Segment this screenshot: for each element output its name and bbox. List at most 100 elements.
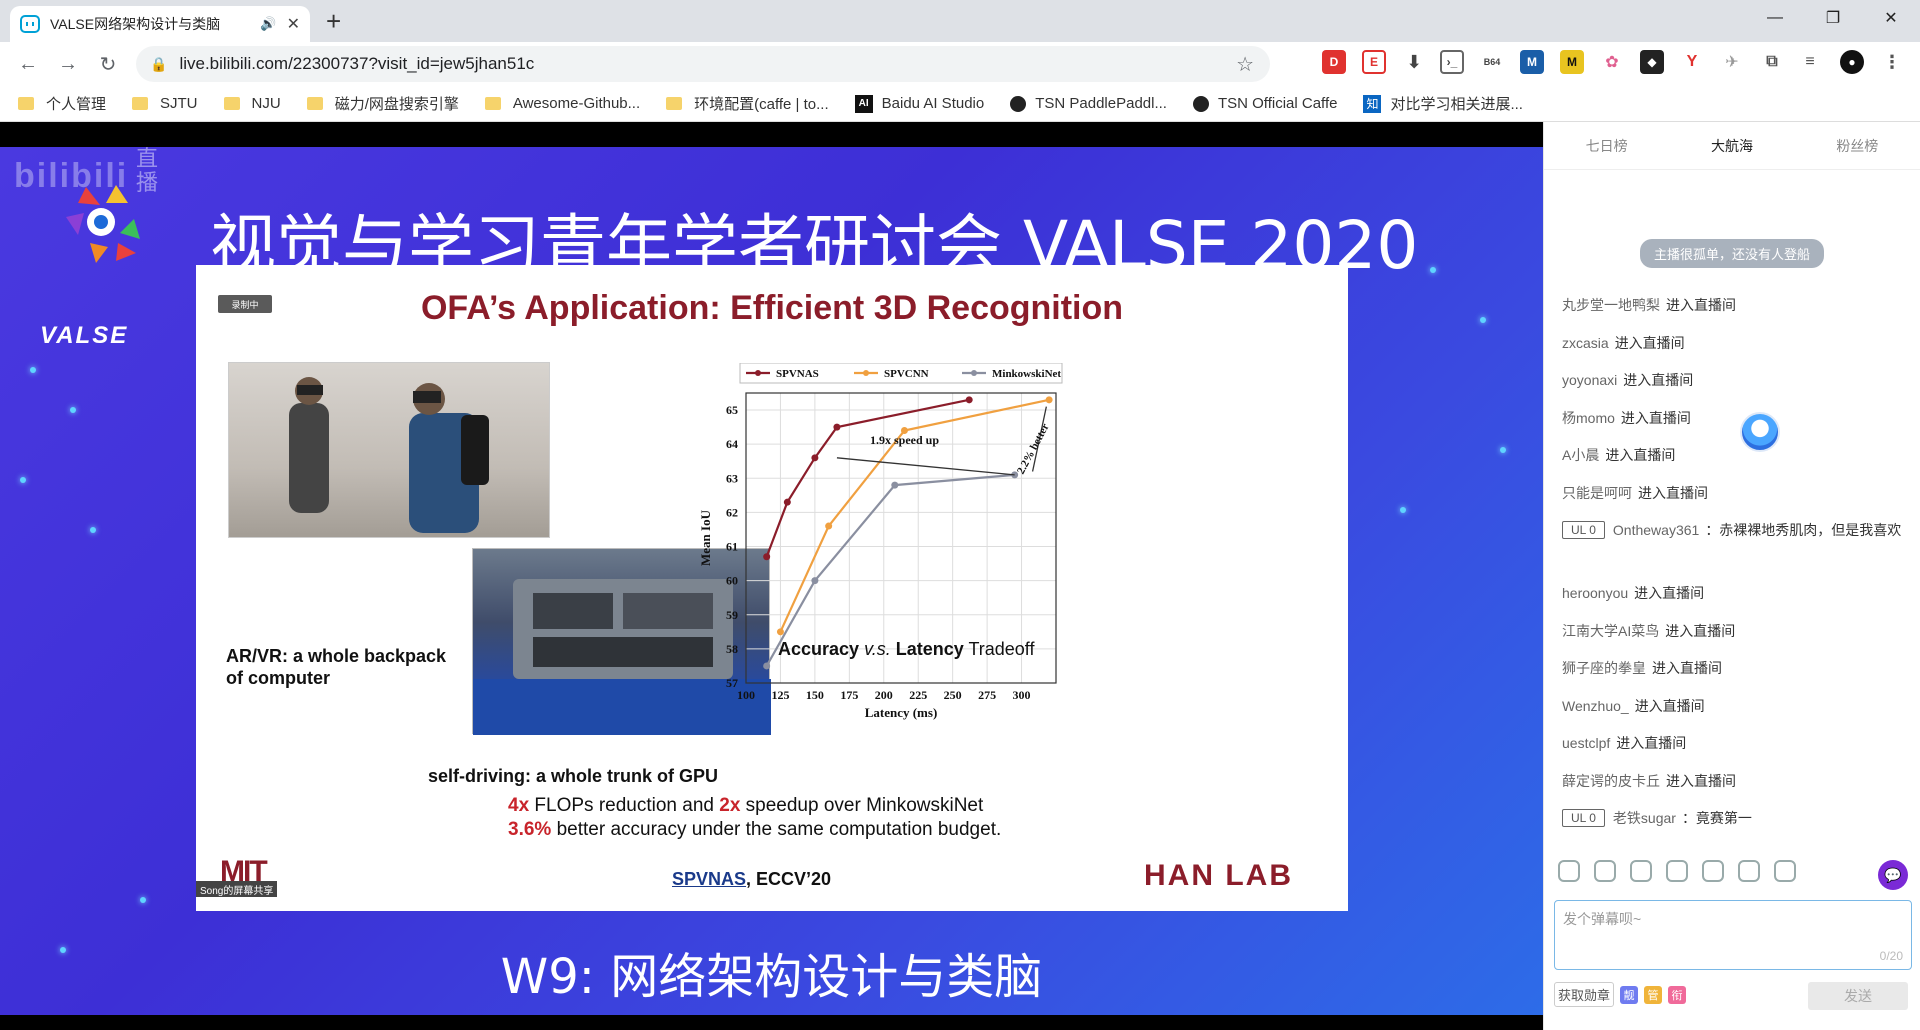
chart-caption: Accuracy v.s. Latency Tradeoff xyxy=(778,639,1034,660)
download-icon[interactable]: ⬇ xyxy=(1402,50,1426,74)
bookmark-item[interactable]: 个人管理 xyxy=(18,93,106,114)
extension-dark-icon[interactable]: ◆ xyxy=(1640,50,1664,74)
emoji-icon[interactable] xyxy=(1558,860,1580,882)
rank-tabs: 七日榜 大航海 粉丝榜 xyxy=(1544,122,1920,170)
network-decoration xyxy=(30,367,36,373)
extension-y-icon[interactable]: Y xyxy=(1680,50,1704,74)
danmaku-user[interactable]: 狮子座的拳皇 xyxy=(1562,660,1646,676)
danmaku-user[interactable]: 杨momo xyxy=(1562,409,1615,426)
spvnas-link[interactable]: SPVNAS xyxy=(672,869,747,889)
maximize-button[interactable]: ❐ xyxy=(1825,10,1841,27)
live-video-player[interactable]: bilibili 直播 VALSE 视觉与学习青年学者研讨会 VALSE 202… xyxy=(0,122,1543,1030)
screen-share-icon[interactable] xyxy=(1702,860,1724,882)
rank-tab[interactable]: 七日榜 xyxy=(1585,137,1628,154)
bookmark-item[interactable]: NJU xyxy=(223,95,281,112)
danmaku-text: 进入直播间 xyxy=(1620,409,1691,426)
browser-menu-icon[interactable]: ⋮ xyxy=(1880,50,1904,74)
claim2-text: better accuracy under the same computati… xyxy=(551,819,1002,840)
danmaku-item: 薛定谔的皮卡丘进入直播间 xyxy=(1562,764,1902,802)
danmaku-user[interactable]: 丸步堂一地鸭梨 xyxy=(1562,297,1660,313)
danmaku-user[interactable]: 老铁sugar xyxy=(1612,810,1676,826)
x-tick-label: 100 xyxy=(737,688,755,702)
bookmark-item[interactable]: TSN Official Caffe xyxy=(1192,95,1337,112)
edit-icon[interactable] xyxy=(1738,860,1760,882)
extension-base64-icon[interactable]: B64 xyxy=(1480,50,1504,74)
get-medal-button[interactable]: 获取勋章 xyxy=(1554,982,1615,1007)
char-count: 0/20 xyxy=(1879,949,1903,963)
extension-code-icon[interactable]: ›_ xyxy=(1440,50,1464,74)
lock-icon[interactable]: 🔒 xyxy=(150,55,168,72)
rank-tab[interactable]: 大航海 xyxy=(1710,137,1753,154)
danmaku-user[interactable]: Ontheway361 xyxy=(1612,522,1700,538)
y-tick-label: 59 xyxy=(726,608,738,622)
back-icon[interactable]: ← xyxy=(18,52,38,75)
badge-pink-icon[interactable]: 衔 xyxy=(1668,985,1687,1004)
user-level-badge: UL 0 xyxy=(1562,521,1605,539)
palette-icon[interactable] xyxy=(1594,860,1616,882)
audio-playing-icon[interactable]: 🔊 xyxy=(260,16,277,31)
danmaku-text: 进入直播间 xyxy=(1666,772,1736,789)
extension-evernote-icon[interactable]: E xyxy=(1362,50,1386,74)
media-control-icon[interactable]: ≡ xyxy=(1798,50,1822,74)
bookmark-item[interactable]: Awesome-Github... xyxy=(484,95,641,112)
send-button[interactable]: 发送 xyxy=(1808,982,1908,1010)
danmaku-user[interactable]: 只能是呵呵 xyxy=(1562,484,1632,501)
settings-screen-icon[interactable] xyxy=(1774,860,1796,882)
bookmark-star-icon[interactable]: ☆ xyxy=(1236,53,1254,76)
danmaku-content: Ontheway361：赤裸裸地秀肌肉，但是我喜欢 xyxy=(1613,521,1901,539)
danmaku-user[interactable]: Wenzhuo_ xyxy=(1562,697,1629,714)
screen-icon[interactable] xyxy=(1666,860,1688,882)
anchor-avatar[interactable] xyxy=(1740,412,1780,452)
bookmark-item[interactable]: 知对比学习相关进展... xyxy=(1363,93,1523,114)
danmaku-item: 杨momo 进入直播间 xyxy=(1562,401,1902,439)
danmaku-user[interactable]: 薛定谔的皮卡丘 xyxy=(1562,772,1660,789)
speedup-annotation: 1.9x speed up xyxy=(870,433,939,447)
minimize-button[interactable]: — xyxy=(1767,9,1783,26)
browser-tab[interactable]: VALSE网络架构设计与类脑 🔊 ✕ xyxy=(10,6,310,42)
extension-red-icon[interactable]: D xyxy=(1322,50,1346,74)
profile-avatar[interactable]: ● xyxy=(1840,50,1864,74)
bookmark-label: Awesome-Github... xyxy=(512,95,641,112)
chart-caption-vs: v.s. xyxy=(864,639,891,659)
extension-bird-icon[interactable]: ✈ xyxy=(1720,50,1744,74)
extension-m-yellow-icon[interactable]: M xyxy=(1560,50,1584,74)
plot-frame xyxy=(745,392,1057,684)
forward-icon[interactable]: → xyxy=(58,52,78,75)
danmaku-input[interactable]: 发个弹幕呗~ 0/20 xyxy=(1554,900,1912,970)
address-bar[interactable]: 🔒 live.bilibili.com/22300737?visit_id=je… xyxy=(136,46,1270,82)
extensions-puzzle-icon[interactable]: ⧉ xyxy=(1760,50,1784,74)
bookmark-item[interactable]: SJTU xyxy=(132,95,198,112)
hanlab-logo: HAN LAB xyxy=(1144,859,1293,892)
bookmark-item[interactable]: 磁力/网盘搜索引擎 xyxy=(306,93,459,114)
danmaku-user[interactable]: heroonyou xyxy=(1562,585,1629,601)
user-level-badge: UL 0 xyxy=(1562,809,1605,827)
window-controls: — ❐ ✕ xyxy=(1746,0,1920,36)
close-window-button[interactable]: ✕ xyxy=(1884,10,1898,27)
danmaku-user[interactable]: yoyonaxi xyxy=(1562,372,1618,388)
new-tab-button[interactable]: + xyxy=(326,6,342,36)
danmaku-tools xyxy=(1558,860,1796,882)
extension-m-blue-icon[interactable]: M xyxy=(1520,50,1544,74)
github-icon xyxy=(1010,95,1027,112)
reload-icon[interactable]: ↻ xyxy=(99,53,117,76)
badge-blue-icon[interactable]: 靓 xyxy=(1620,985,1639,1004)
rank-tab[interactable]: 粉丝榜 xyxy=(1836,137,1879,154)
screenshare-label: Song的屏幕共享 xyxy=(196,881,278,897)
danmaku-user[interactable]: uestclpf xyxy=(1562,735,1611,751)
bookmark-item[interactable]: TSN PaddlePaddl... xyxy=(1010,95,1167,112)
extension-pink-icon[interactable]: ✿ xyxy=(1600,50,1624,74)
bookmark-item[interactable]: 环境配置(caffe | to... xyxy=(666,93,829,114)
baidu-ai-icon: AI xyxy=(854,94,873,113)
gear-icon[interactable] xyxy=(1630,860,1652,882)
danmaku-user[interactable]: zxcasia xyxy=(1562,334,1609,351)
video-frame: bilibili 直播 VALSE 视觉与学习青年学者研讨会 VALSE 202… xyxy=(0,147,1543,1015)
badge-yellow-icon[interactable]: 管 xyxy=(1644,985,1663,1004)
danmaku-user[interactable]: 江南大学AI菜鸟 xyxy=(1562,622,1660,639)
danmaku-text: 进入直播间 xyxy=(1666,297,1736,313)
close-tab-icon[interactable]: ✕ xyxy=(286,16,300,33)
chat-bubble-icon[interactable]: 💬 xyxy=(1878,860,1908,890)
danmaku-user[interactable]: A小晨 xyxy=(1562,447,1600,463)
